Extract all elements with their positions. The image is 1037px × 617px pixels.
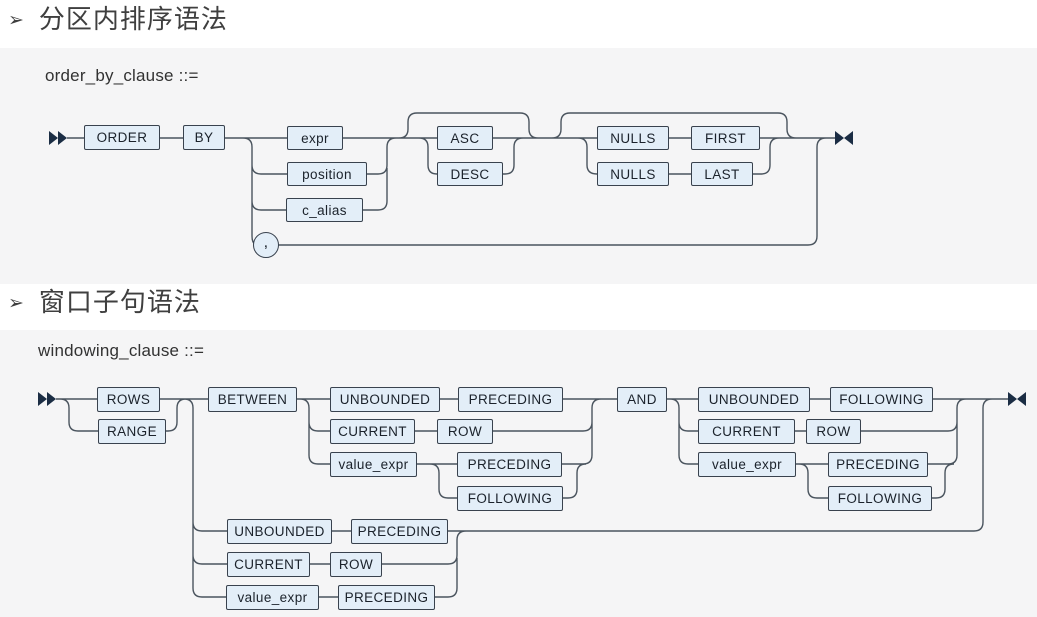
node-order: ORDER — [84, 125, 160, 150]
node-unbounded-1: UNBOUNDED — [330, 387, 440, 412]
order-by-clause-label: order_by_clause ::= — [45, 66, 199, 85]
node-row-1: ROW — [437, 419, 493, 444]
windowing-rails — [38, 392, 1026, 598]
end-arrow-icon — [835, 131, 844, 145]
rail-lines — [56, 398, 1008, 598]
node-preceding-1: PRECEDING — [458, 387, 563, 412]
node-by: BY — [183, 125, 225, 150]
node-following-2: FOLLOWING — [830, 387, 933, 412]
node-row-3: ROW — [330, 552, 382, 577]
start-arrow-icon — [58, 131, 67, 145]
end-arrow-icon — [1008, 392, 1017, 406]
node-last: LAST — [691, 162, 753, 186]
node-range: RANGE — [98, 419, 166, 444]
start-arrow-icon — [38, 392, 47, 406]
node-asc: ASC — [437, 126, 493, 150]
node-current-3: CURRENT — [227, 552, 310, 577]
order-by-rails — [49, 112, 853, 246]
node-and: AND — [617, 387, 667, 412]
node-expr: expr — [287, 126, 343, 150]
windowing-clause-label: windowing_clause ::= — [38, 341, 205, 360]
section1-heading-text: 分区内排序语法 — [38, 4, 228, 34]
node-current-2: CURRENT — [698, 419, 795, 444]
start-arrow-icon — [47, 392, 56, 406]
node-nulls-1: NULLS — [597, 126, 669, 150]
node-row-2: ROW — [806, 419, 861, 444]
section1-heading: ➢ 分区内排序语法 — [8, 3, 228, 37]
node-c-alias: c_alias — [286, 198, 363, 222]
node-nulls-2: NULLS — [597, 162, 669, 186]
arrow-bullet-icon: ➢ — [8, 293, 24, 315]
node-value-expr-2: value_expr — [698, 452, 796, 477]
windowing-syntax-panel: windowing_clause ::= ROWS RANGE BETWEEN … — [0, 330, 1037, 617]
node-preceding-3: PRECEDING — [828, 452, 928, 477]
node-position: position — [287, 162, 367, 186]
node-value-expr-1: value_expr — [330, 452, 417, 477]
node-preceding-2: PRECEDING — [457, 452, 562, 477]
node-first: FIRST — [691, 126, 760, 150]
node-following-1: FOLLOWING — [457, 486, 563, 511]
end-arrow-icon — [844, 131, 853, 145]
node-current-1: CURRENT — [330, 419, 415, 444]
section2-heading-text: 窗口子句语法 — [38, 287, 201, 317]
node-comma-separator: , — [253, 232, 279, 258]
node-following-3: FOLLOWING — [828, 486, 932, 511]
end-arrow-icon — [1017, 392, 1026, 406]
arrow-bullet-icon: ➢ — [8, 10, 24, 32]
node-preceding-5: PRECEDING — [338, 585, 435, 610]
order-by-syntax-panel: order_by_clause ::= ORDER BY expr positi… — [0, 48, 1037, 284]
node-between: BETWEEN — [208, 387, 297, 412]
node-unbounded-3: UNBOUNDED — [227, 519, 332, 544]
node-preceding-4: PRECEDING — [351, 519, 448, 544]
node-value-expr-3: value_expr — [226, 585, 319, 610]
node-unbounded-2: UNBOUNDED — [698, 387, 810, 412]
start-arrow-icon — [49, 131, 58, 145]
node-rows: ROWS — [97, 387, 160, 412]
section2-heading: ➢ 窗口子句语法 — [8, 286, 201, 320]
node-desc: DESC — [437, 162, 503, 186]
